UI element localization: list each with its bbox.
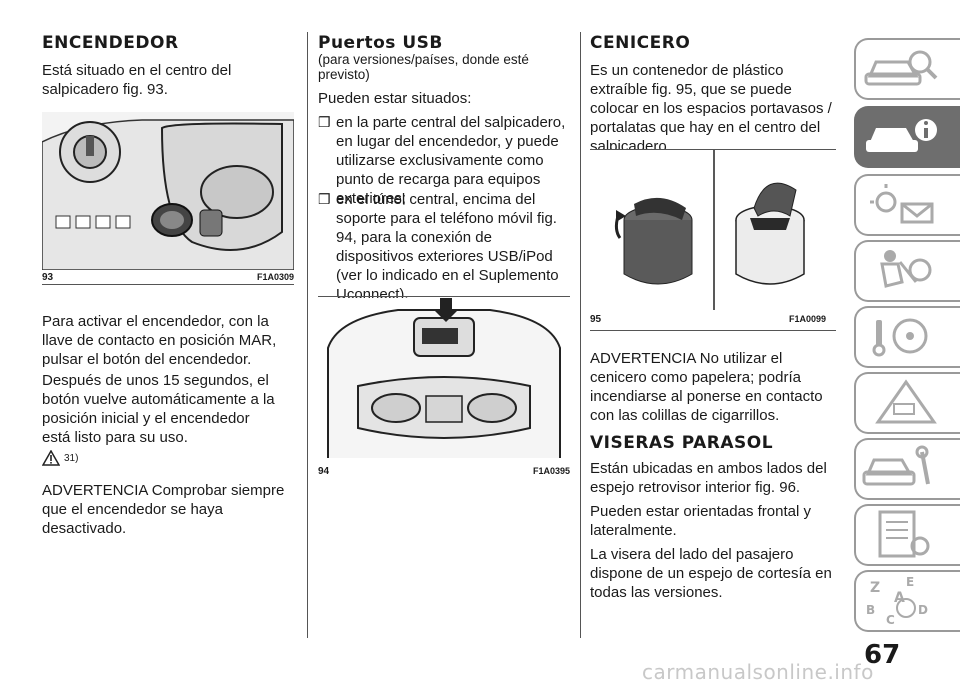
section-title-ashtray: CENICERO bbox=[590, 33, 691, 53]
usb-bullet-1: ❒ en la parte central del salpicadero, e… bbox=[318, 113, 566, 208]
svg-text:E: E bbox=[906, 575, 914, 589]
page-number: 67 bbox=[864, 640, 901, 670]
tab-technical-data[interactable] bbox=[854, 504, 960, 566]
roadside-breakdown-icon bbox=[875, 379, 937, 424]
bullet-text: en el túnel central, encima del soporte … bbox=[336, 191, 559, 303]
steering-key-icon bbox=[872, 318, 928, 357]
tab-warning-lights[interactable] bbox=[854, 174, 960, 236]
visors-location-text: Están ubicadas en ambos lados del espejo… bbox=[590, 460, 827, 496]
figure-93-lighter: 93 F1A0309 bbox=[41, 112, 295, 283]
figure-code: F1A0099 bbox=[788, 314, 826, 324]
alphabet-index-icon: Z E A B D C bbox=[866, 575, 928, 627]
note-reference: 31) bbox=[64, 452, 79, 464]
ashtray-illustration bbox=[614, 150, 805, 310]
svg-text:C: C bbox=[886, 613, 895, 627]
ashtray-warning-text: ADVERTENCIA No utilizar el cenicero como… bbox=[590, 350, 823, 424]
column-divider bbox=[307, 32, 308, 638]
specs-list-icon bbox=[878, 510, 930, 558]
svg-text:A: A bbox=[894, 590, 905, 606]
figure-95-ashtray: 95 F1A0099 bbox=[590, 150, 842, 325]
usb-console-illustration bbox=[327, 298, 561, 458]
tab-car-info[interactable] bbox=[854, 106, 960, 168]
lighter-return-text: Después de unos 15 segundos, el botón vu… bbox=[42, 372, 275, 446]
watermark: carmanualsonline.info bbox=[642, 660, 874, 684]
car-info-icon bbox=[866, 119, 937, 152]
visors-orientation-text: Pueden estar orientadas frontal y latera… bbox=[590, 503, 811, 539]
car-search-icon bbox=[864, 50, 938, 86]
warning-note: 31) bbox=[42, 450, 78, 466]
svg-text:D: D bbox=[918, 603, 928, 617]
usb-bullet-2: ❒ en el túnel central, encima del soport… bbox=[318, 190, 566, 304]
car-wrench-icon bbox=[862, 445, 930, 486]
figure-divider bbox=[590, 149, 836, 150]
figure-number: 94 bbox=[318, 466, 330, 477]
figure-divider bbox=[318, 296, 570, 297]
svg-text:B: B bbox=[866, 603, 875, 617]
visors-mirror-text: La visera del lado del pasajero dispone … bbox=[590, 546, 832, 601]
section-title-sun-visors: VISERAS PARASOL bbox=[590, 433, 774, 453]
warning-light-mail-icon bbox=[870, 184, 934, 224]
usb-intro-text: Pueden estar situados: bbox=[318, 90, 472, 107]
tab-car-search[interactable] bbox=[854, 38, 960, 100]
section-title-usb: Puertos USB bbox=[318, 33, 443, 53]
figure-94-usb: 94 F1A0395 bbox=[318, 298, 570, 477]
figure-code: F1A0395 bbox=[532, 466, 570, 476]
lighter-activate-text: Para activar el encendedor, con la llave… bbox=[42, 313, 277, 368]
tab-index[interactable]: Z E A B D C bbox=[854, 570, 960, 632]
figure-code: F1A0309 bbox=[256, 272, 294, 282]
figure-divider bbox=[590, 330, 836, 331]
tab-maintenance[interactable] bbox=[854, 438, 960, 500]
svg-text:Z: Z bbox=[870, 580, 880, 596]
bullet-mark: ❒ bbox=[318, 191, 331, 207]
tab-starting-driving[interactable] bbox=[854, 306, 960, 368]
column-divider bbox=[580, 32, 581, 638]
lighter-illustration bbox=[41, 112, 295, 271]
ashtray-description-text: Es un contenedor de plástico extraíble f… bbox=[590, 62, 832, 155]
usb-subtitle: (para versiones/países, donde esté previ… bbox=[318, 52, 529, 82]
lighter-warning-text: ADVERTENCIA Comprobar siempre que el enc… bbox=[42, 482, 285, 537]
lighter-location-text: Está situado en el centro del salpicader… bbox=[42, 62, 232, 98]
airbag-seat-icon bbox=[880, 250, 932, 288]
figure-number: 95 bbox=[590, 314, 602, 325]
section-title-lighter: ENCENDEDOR bbox=[42, 33, 179, 53]
figure-divider bbox=[42, 284, 294, 285]
bullet-text: en la parte central del salpicadero, en … bbox=[336, 114, 566, 207]
figure-number: 93 bbox=[42, 272, 54, 283]
tab-emergency[interactable] bbox=[854, 372, 960, 434]
bullet-mark: ❒ bbox=[318, 114, 331, 130]
tab-safety[interactable] bbox=[854, 240, 960, 302]
warning-triangle-icon bbox=[42, 450, 60, 466]
